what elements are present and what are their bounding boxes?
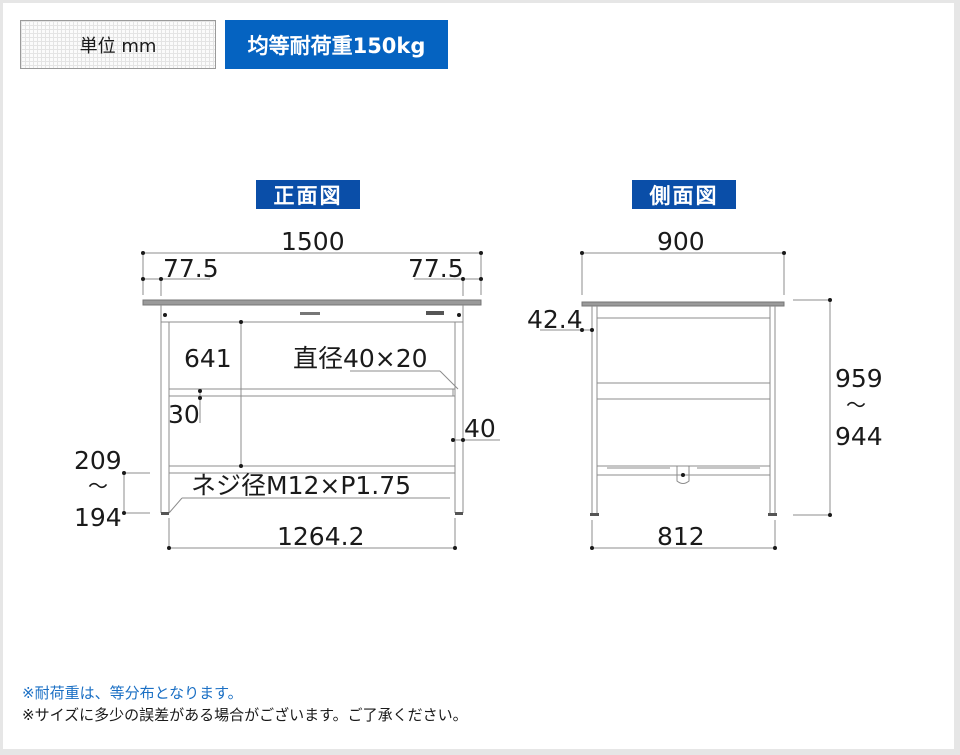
dim-adjuster-bottom: 194 bbox=[74, 503, 122, 532]
dim-height-sep: 〜 bbox=[846, 393, 866, 417]
side-view-title-text: 側面図 bbox=[649, 183, 719, 208]
dim-adjuster-top: 209 bbox=[74, 446, 122, 475]
note-tolerance: ※サイズに多少の誤差がある場合がございます。ご了承ください。 bbox=[22, 706, 468, 724]
notes: ※耐荷重は、等分布となります。 ※サイズに多少の誤差がある場合がございます。ご了… bbox=[22, 682, 468, 726]
dim-shelf-height: 641 bbox=[184, 344, 232, 373]
note-load: ※耐荷重は、等分布となります。 bbox=[22, 684, 243, 702]
dim-thread: ネジ径M12×P1.75 bbox=[191, 471, 412, 500]
dim-height-top: 959 bbox=[835, 364, 883, 393]
side-view-drawing bbox=[540, 252, 831, 549]
front-view-drawing bbox=[123, 252, 500, 549]
dim-pipe-diameter: 直径40×20 bbox=[293, 344, 428, 373]
load-capacity-badge: 均等耐荷重150kg bbox=[225, 20, 448, 69]
dim-right-offset: 77.5 bbox=[408, 254, 464, 283]
dim-total-width: 1500 bbox=[281, 227, 345, 256]
dim-total-depth: 900 bbox=[657, 227, 705, 256]
front-view-title: 正面図 bbox=[256, 180, 360, 209]
dim-inner-depth: 812 bbox=[657, 522, 705, 551]
side-view-dimension-points bbox=[580, 251, 832, 550]
dim-height-bottom: 944 bbox=[835, 422, 883, 451]
dim-leg-width: 40 bbox=[464, 414, 496, 443]
dim-adjuster-sep: 〜 bbox=[88, 474, 108, 498]
unit-label: 単位 mm bbox=[20, 20, 216, 69]
load-capacity-text: 均等耐荷重150kg bbox=[247, 33, 426, 58]
dim-shelf-thickness: 30 bbox=[168, 400, 200, 429]
front-view-title-text: 正面図 bbox=[273, 183, 343, 208]
dim-left-offset: 77.5 bbox=[163, 254, 219, 283]
side-view-title: 側面図 bbox=[632, 180, 736, 209]
dim-inner-width: 1264.2 bbox=[277, 522, 365, 551]
unit-label-text: 単位 mm bbox=[79, 35, 157, 57]
dim-apron-height: 42.4 bbox=[527, 305, 583, 334]
front-view-dimension-points bbox=[122, 251, 483, 550]
